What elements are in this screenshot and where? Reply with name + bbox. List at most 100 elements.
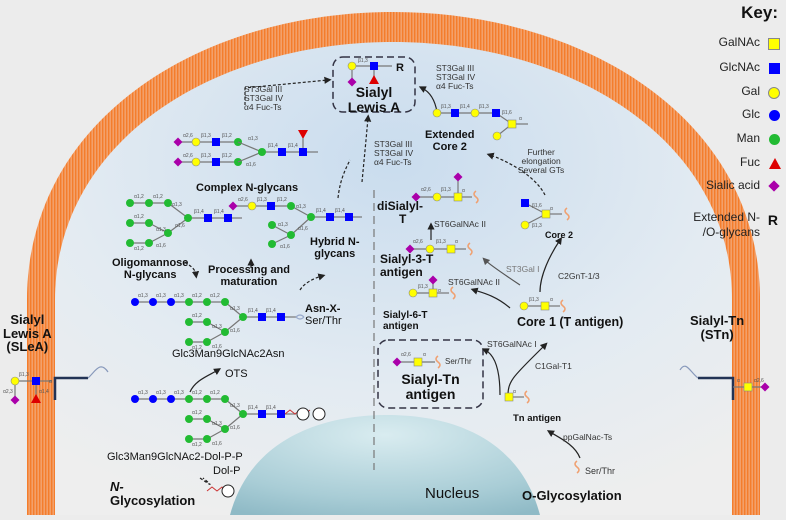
linkage-label: β1,3 — [479, 104, 489, 110]
dol-p-label: Dol-P — [213, 465, 241, 477]
linkage-label: β1,4 — [194, 209, 204, 215]
linkage-label: α1,2 — [192, 410, 202, 416]
man-circle-icon — [185, 395, 193, 403]
key-label-gal: Gal — [741, 84, 760, 98]
nucleus-label: Nucleus — [425, 485, 480, 502]
extended-core2-label: Extended Core 2 — [425, 129, 475, 153]
linkage-label: β1,3 — [418, 284, 428, 290]
oligomannose-label: Oligomannose N-glycans — [112, 257, 189, 281]
linkage-label: α1,3 — [296, 204, 306, 210]
linkage-label: β1,3 — [201, 133, 211, 139]
linkage-label: α1,2 — [134, 246, 144, 252]
linkage-label: β1,2 — [277, 197, 287, 203]
linkage-label: β1,4 — [460, 104, 470, 110]
man-circle-icon — [185, 415, 193, 423]
sialyl-lewis-a-box — [332, 56, 416, 113]
enzyme-a4fuct: α4 Fuc-Ts — [244, 101, 282, 112]
galnac-square-icon — [446, 244, 456, 254]
glc-circle-icon — [131, 395, 139, 403]
linkage-label: β1,6 — [502, 110, 512, 116]
linkage-label: α1,3 — [174, 293, 184, 299]
linkage-label: α1,3 — [278, 222, 288, 228]
linkage-label: β1,4 — [266, 405, 276, 411]
linkage-label: β1,3 — [441, 104, 451, 110]
arrow-asn — [299, 273, 326, 291]
man-circle-icon — [185, 318, 193, 326]
sialic-diamond-icon — [228, 201, 238, 211]
ser-thr-linker-icon — [473, 190, 479, 204]
enzyme-st3gal3: ST3Gal III — [374, 139, 413, 149]
enzyme-st3gal4: ST3Gal IV — [436, 71, 476, 82]
nucleus — [230, 415, 540, 515]
linkage-label: β1,4 — [288, 143, 298, 149]
linkage-label: α — [550, 297, 553, 303]
glycosidic-bond — [290, 216, 312, 236]
man-circle-icon — [184, 214, 192, 222]
linkage-label: α1,2 — [192, 313, 202, 319]
sialyl-tn-antigen-title: Sialyl-Tn antigen — [401, 371, 460, 402]
glcnac-square-icon — [492, 109, 500, 117]
arrow-dashed-center — [361, 114, 372, 183]
glycosidic-bond — [167, 202, 189, 219]
linkage-label: α2,6 — [413, 239, 423, 245]
linkage-label: β1,3 — [441, 187, 451, 193]
gal-circle-icon — [191, 157, 201, 167]
sla-membrane-anchor — [53, 376, 88, 400]
enzymes-top-right: ST3Gal III ST3Gal IV α4 Fuc-Ts — [436, 64, 475, 91]
phosphate-icon — [221, 484, 235, 498]
glcnac-square-icon — [769, 63, 780, 74]
linkage-label: α1,2 — [153, 194, 163, 200]
galnac-square-icon — [540, 301, 550, 311]
gal-circle-icon — [492, 131, 502, 141]
arrow-further-elongation — [486, 152, 546, 196]
enzyme-st3gal1: ST3Gal I — [506, 264, 540, 274]
glcnac-square-icon — [345, 213, 353, 221]
glc3man9-asn-label: Glc3Man9GlcNAc2Asn — [172, 348, 285, 360]
linkage-label: α1,2 — [192, 442, 202, 448]
arrow-st6galnac1 — [481, 348, 501, 396]
linkage-label: α1,3 — [138, 390, 148, 396]
o-glycosylation-label: O-Glycosylation — [522, 488, 622, 503]
key-label-glc: Glc — [742, 107, 760, 121]
sialyl-3-t-label: Sialyl-3-T antigen — [380, 252, 434, 279]
glcnac-square-icon — [299, 148, 307, 156]
linkage-label: α — [438, 288, 441, 294]
man-circle-icon — [221, 298, 229, 306]
linkage-label: β1,3 — [19, 372, 29, 378]
linkage-label: β1,3 — [532, 223, 542, 229]
linkage-label: β1,6 — [532, 203, 542, 209]
key-label-man: Man — [736, 131, 760, 145]
wave-left — [87, 366, 109, 379]
linkage-label: α1,6 — [298, 226, 308, 232]
linkage-label: β1,3 — [436, 239, 446, 245]
glcnac-square-icon — [258, 410, 266, 418]
man-circle-icon — [287, 231, 295, 239]
linkage-label: α2,6 — [183, 153, 193, 159]
ser-thr-linker-icon — [450, 286, 456, 300]
enzyme-st3gal4: ST3Gal IV — [374, 147, 414, 158]
linkage-label: α1,3 — [248, 136, 258, 142]
man-circle-icon — [203, 415, 211, 423]
n-glycosylation-label: N- Glycosylation — [110, 479, 196, 508]
glcnac-square-icon — [521, 199, 529, 207]
enzyme-st3gal3: ST3Gal III — [244, 84, 283, 94]
linkage-label: α1,3 — [138, 293, 148, 299]
linkage-label: β1,4 — [214, 209, 224, 215]
linkage-label: α2,6 — [183, 133, 193, 139]
man-circle-icon — [268, 221, 276, 229]
key-label-extended-1: Extended N- — [693, 210, 760, 224]
key-label-sialic: Sialic acid — [705, 178, 760, 192]
linkage-label: α1,3 — [172, 202, 182, 208]
linkage-label: β1,4 — [335, 208, 345, 214]
man-circle-icon — [203, 298, 211, 306]
linkage-label: α1,3 — [156, 227, 166, 233]
gal-circle-icon — [247, 201, 257, 211]
stn-membrane-anchor — [698, 376, 735, 400]
gal-circle-icon — [10, 376, 20, 386]
arrow-dashed-top-left — [244, 76, 332, 105]
glcnac-square-icon — [326, 213, 334, 221]
linkage-label: β1,3 — [201, 153, 211, 159]
key-label-galnac: GalNAc — [718, 35, 760, 49]
complex-nglycans-label: Complex N-glycans — [196, 182, 299, 194]
